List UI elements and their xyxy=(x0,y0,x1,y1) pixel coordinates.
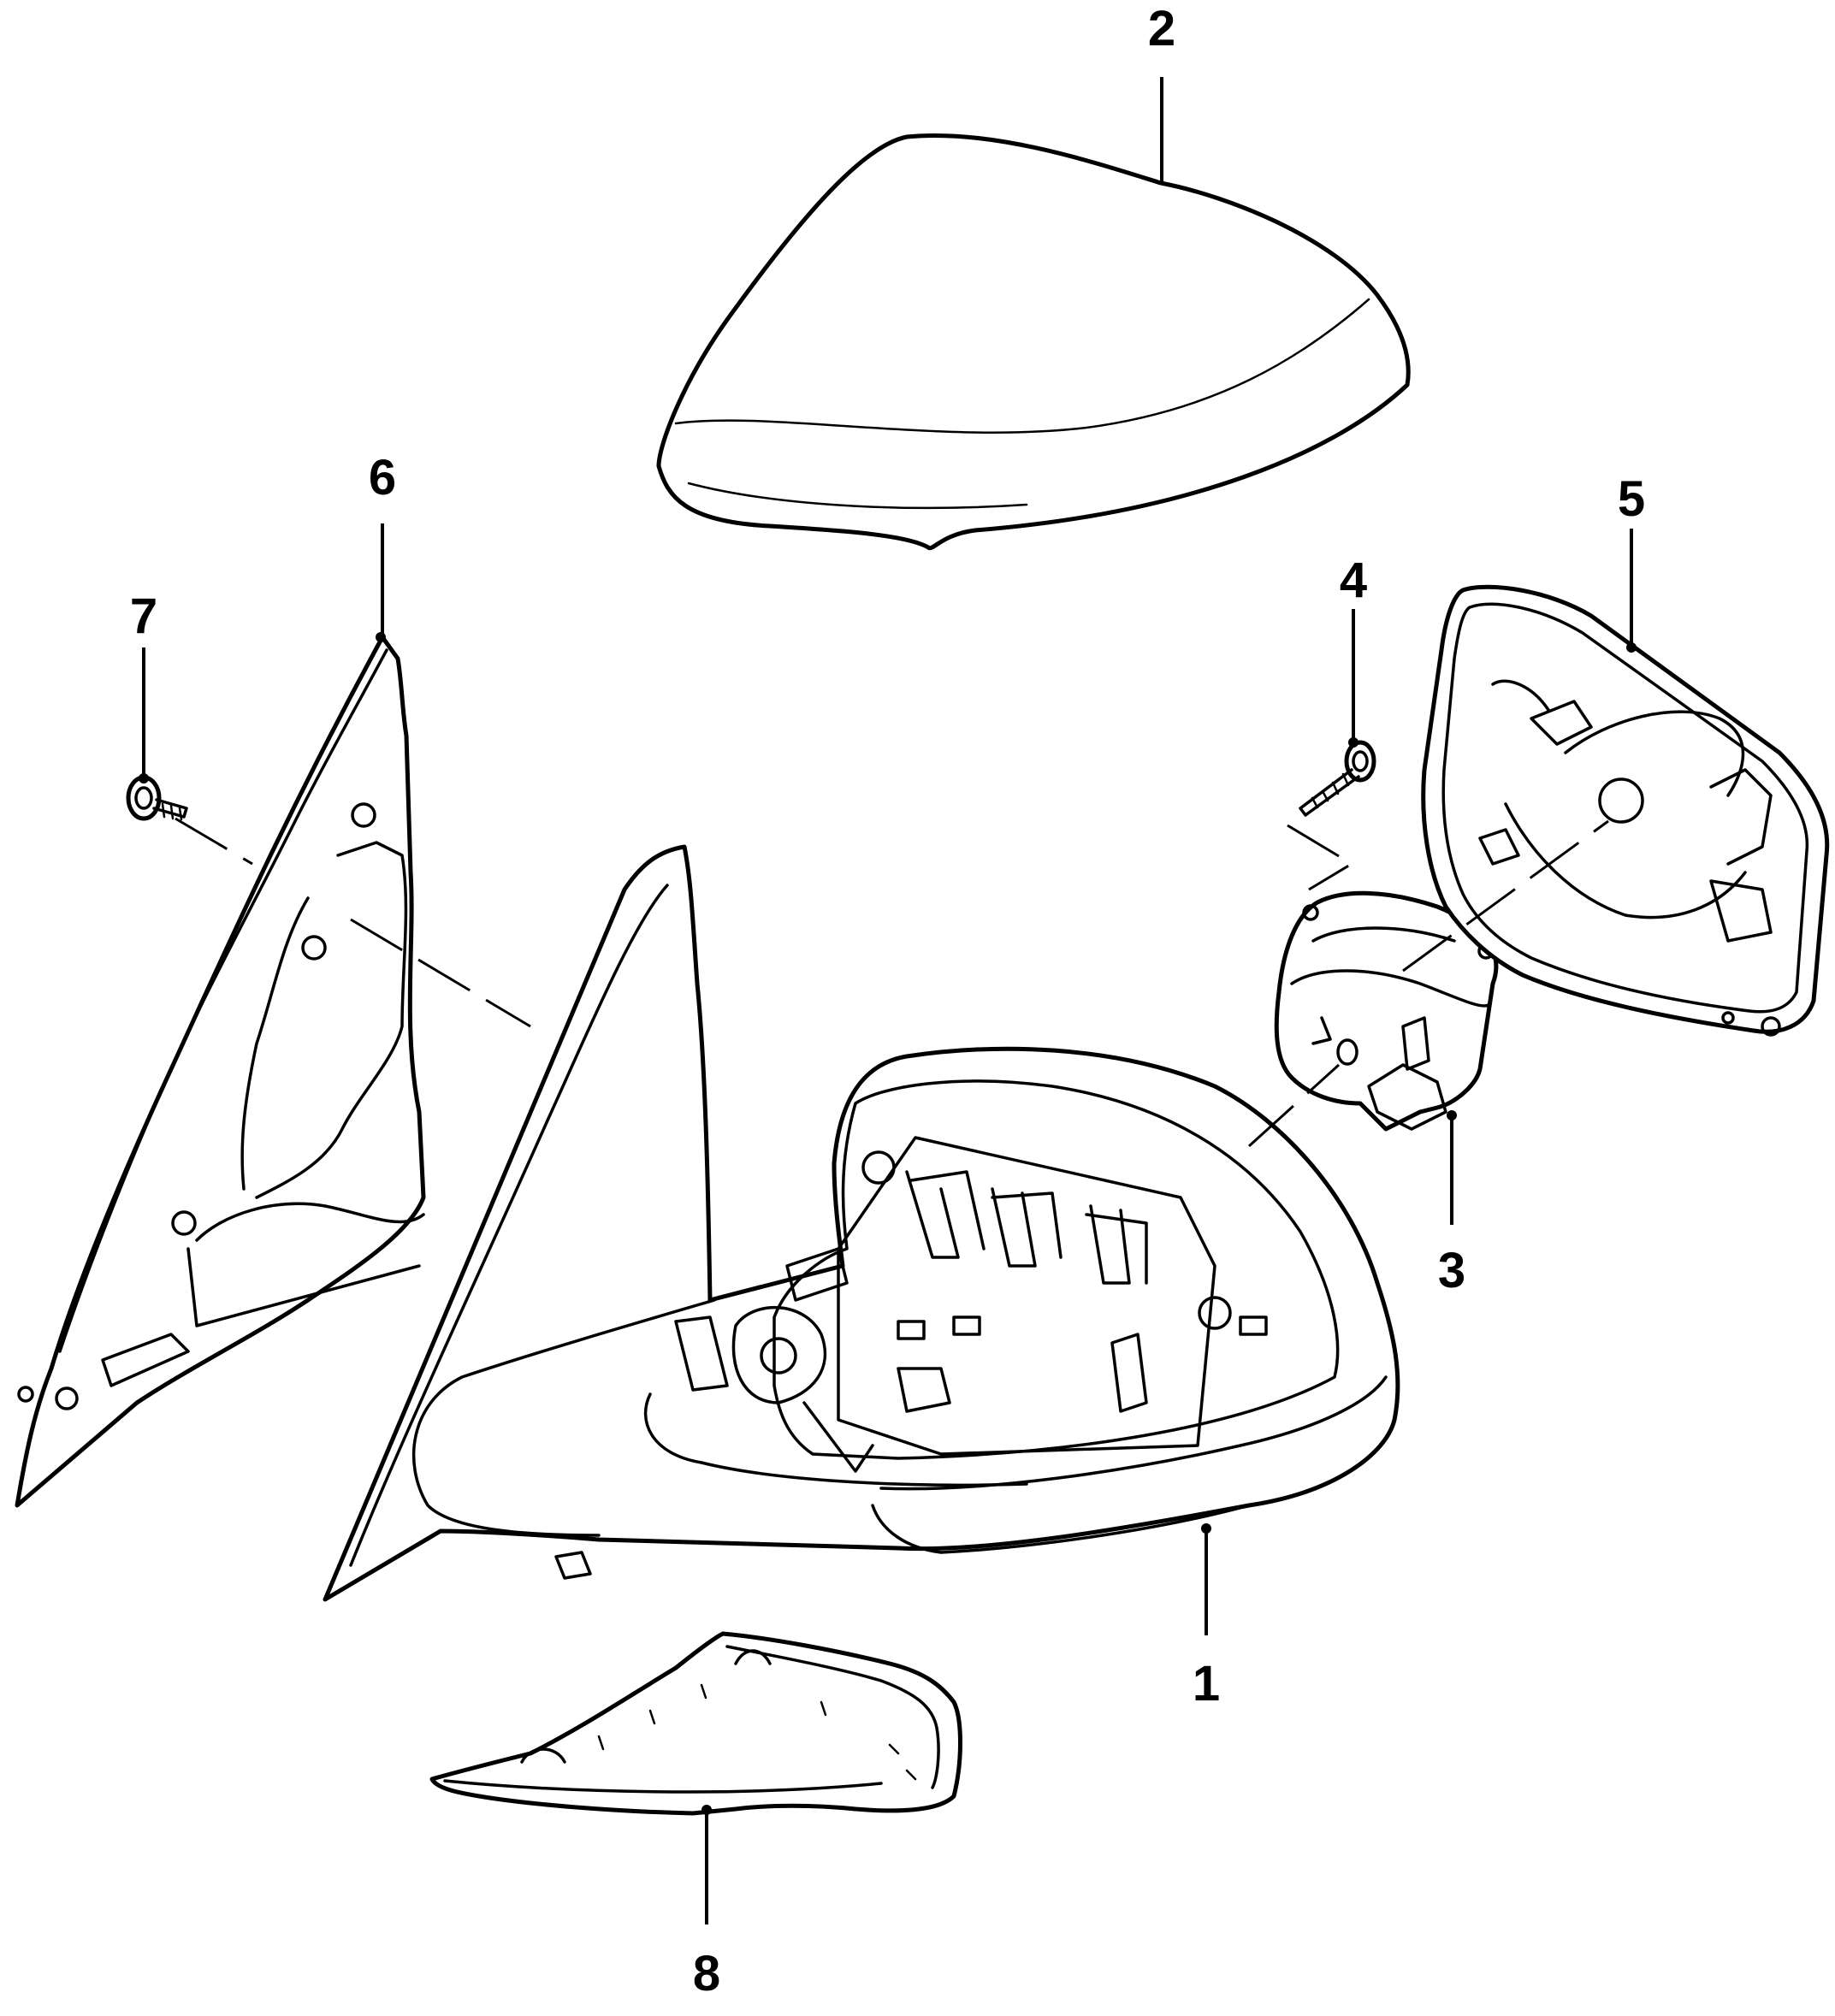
callout-8: 8 xyxy=(693,1946,720,2001)
lower-cover-part[interactable] xyxy=(429,1631,962,1816)
mirror-base-part[interactable] xyxy=(323,844,1400,1602)
callout-6: 6 xyxy=(369,450,396,505)
callout-5: 5 xyxy=(1618,471,1645,527)
leader-lines xyxy=(142,77,1633,1924)
callout-4: 4 xyxy=(1340,553,1367,608)
callout-3: 3 xyxy=(1438,1243,1465,1298)
screw-part-4[interactable] xyxy=(1299,737,1376,817)
callout-7: 7 xyxy=(130,588,157,644)
screw-part-7[interactable] xyxy=(126,773,188,821)
sail-panel-part[interactable] xyxy=(15,632,426,1508)
assembly-guide-lines xyxy=(175,817,1609,1148)
callout-1: 1 xyxy=(1193,1656,1220,1712)
mirror-glass-part[interactable] xyxy=(1421,584,1830,1037)
mirror-cover-part[interactable] xyxy=(656,133,1411,551)
callout-labels: 1 2 3 4 5 6 7 8 xyxy=(130,1,1645,2001)
callout-2: 2 xyxy=(1148,1,1175,56)
